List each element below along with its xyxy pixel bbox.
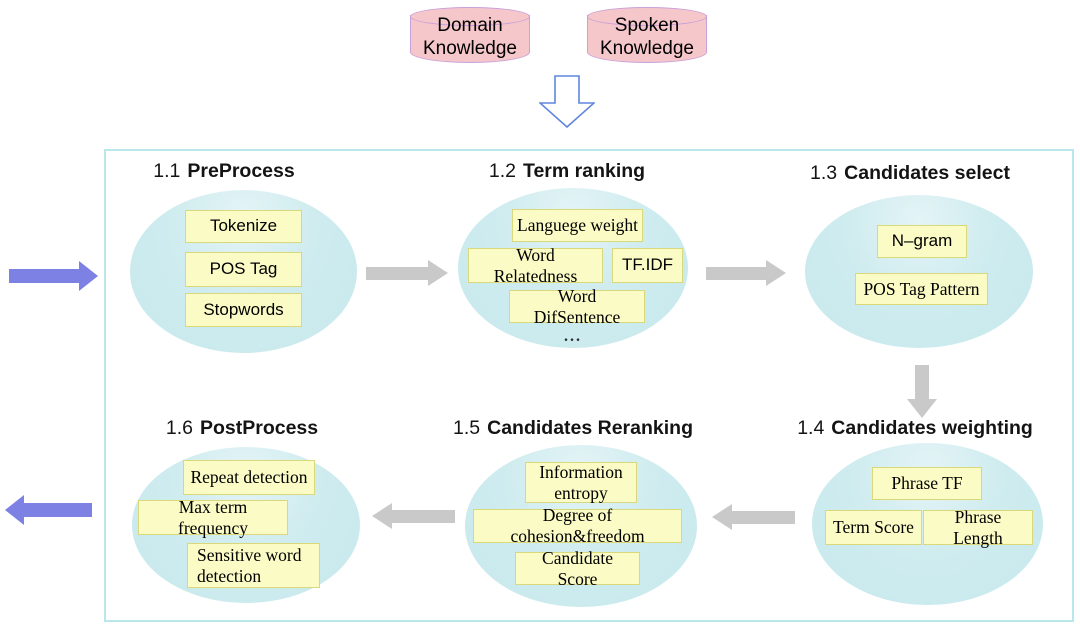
stage-number: 1.6 [165, 417, 193, 439]
item-stopwords: Stopwords [185, 293, 302, 327]
item-repeat-detection: Repeat detection [183, 460, 315, 495]
item-sensitive-word-detection: Sensitive word detection [187, 543, 320, 588]
item-phrase-tf: Phrase TF [872, 467, 982, 500]
stage-name: Term ranking [523, 160, 646, 182]
arrow-head [907, 399, 937, 418]
stage-name: Candidates Reranking [487, 417, 693, 439]
stage-1-1-title: 1.1 PreProcess [124, 160, 324, 183]
knowledge-input-arrow-icon [539, 75, 595, 129]
arrow-shaft [915, 365, 929, 399]
arrow-shaft [9, 269, 79, 283]
stage-1-3-ellipse [805, 195, 1033, 348]
item-max-term-frequency: Max term frequency [138, 497, 288, 538]
item-pos-tag: POS Tag [185, 252, 302, 287]
arrow-shaft [392, 510, 455, 523]
arrow-shaft [24, 503, 92, 517]
stage-1-5-title: 1.5 Candidates Reranking [448, 417, 698, 440]
arrow-shaft [366, 267, 428, 280]
item-information-entropy: Information entropy [525, 462, 637, 503]
domain-knowledge-label: Domain Knowledge [422, 15, 518, 60]
arrow-head [428, 260, 448, 286]
cylinder-top [587, 7, 707, 26]
arrow-shaft [706, 267, 766, 280]
arrow-head [79, 261, 98, 291]
item-tokenize: Tokenize [185, 210, 302, 243]
item-pos-tag-pattern: POS Tag Pattern [855, 273, 988, 305]
item-ellipsis: ... [564, 328, 582, 345]
spoken-knowledge-label: Spoken Knowledge [599, 15, 695, 60]
item-term-score: Term Score [825, 510, 922, 545]
stage-number: 1.2 [488, 160, 516, 182]
spoken-knowledge-store: Spoken Knowledge [587, 7, 707, 63]
item-word-difsentence: Word DifSentence [509, 286, 645, 327]
stage-1-3-title: 1.3 Candidates select [785, 162, 1035, 185]
item-n-gram: N–gram [877, 225, 967, 258]
cylinder-top [410, 7, 530, 26]
stage-number: 1.1 [153, 160, 181, 182]
stage-name: PreProcess [187, 160, 295, 182]
arrow-head [372, 503, 392, 529]
arrow-head [766, 260, 786, 286]
stage-name: Candidates weighting [831, 417, 1033, 439]
domain-knowledge-store: Domain Knowledge [410, 7, 530, 63]
stage-number: 1.3 [810, 162, 838, 184]
item-languege-weight: Languege weight [512, 209, 643, 242]
arrow-head [5, 495, 24, 525]
stage-1-4-title: 1.4 Candidates weighting [790, 417, 1040, 440]
stage-name: PostProcess [199, 417, 319, 439]
item-word-relatedness: Word Relatedness [468, 245, 603, 286]
stage-1-2-title: 1.2 Term ranking [467, 160, 667, 183]
arrow-head [712, 504, 732, 530]
arrow-shaft [732, 511, 795, 524]
stage-number: 1.4 [797, 417, 825, 439]
stage-1-6-title: 1.6 PostProcess [142, 417, 342, 440]
item-degree-of-cohesion-freedom: Degree of cohesion&freedom [473, 505, 682, 546]
stage-name: Candidates select [844, 162, 1010, 184]
item-phrase-length: Phrase Length [923, 507, 1033, 548]
item-candidate-score: Candidate Score [515, 548, 640, 589]
item-tf-idf: TF.IDF [612, 248, 683, 283]
stage-number: 1.5 [453, 417, 481, 439]
